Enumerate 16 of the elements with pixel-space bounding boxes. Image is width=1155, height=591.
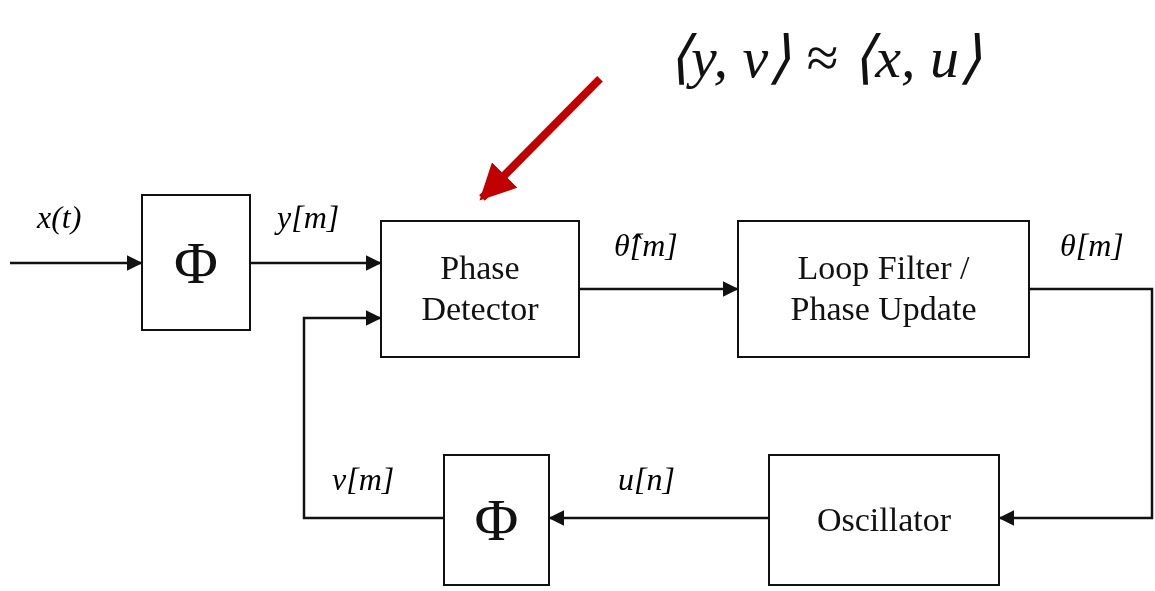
process-box bbox=[737, 220, 1030, 358]
box-label: Loop Filter / Phase Update bbox=[789, 248, 978, 329]
arrow bbox=[251, 255, 382, 271]
box-label: Phase Detector bbox=[420, 248, 540, 329]
box-label: Oscillator bbox=[816, 499, 952, 540]
symbol-label: Φ bbox=[174, 228, 218, 298]
arrow bbox=[10, 255, 143, 271]
arrow bbox=[302, 310, 443, 520]
process-box bbox=[443, 454, 550, 586]
symbol-label: Φ bbox=[474, 486, 519, 555]
formula-text: ⟨y, v⟩ ≈ ⟨x, u⟩ bbox=[668, 23, 982, 92]
process-box bbox=[380, 220, 580, 358]
arrow bbox=[580, 281, 739, 297]
process-box bbox=[768, 454, 1000, 586]
callout-arrow bbox=[479, 75, 603, 201]
process-box bbox=[141, 194, 251, 331]
